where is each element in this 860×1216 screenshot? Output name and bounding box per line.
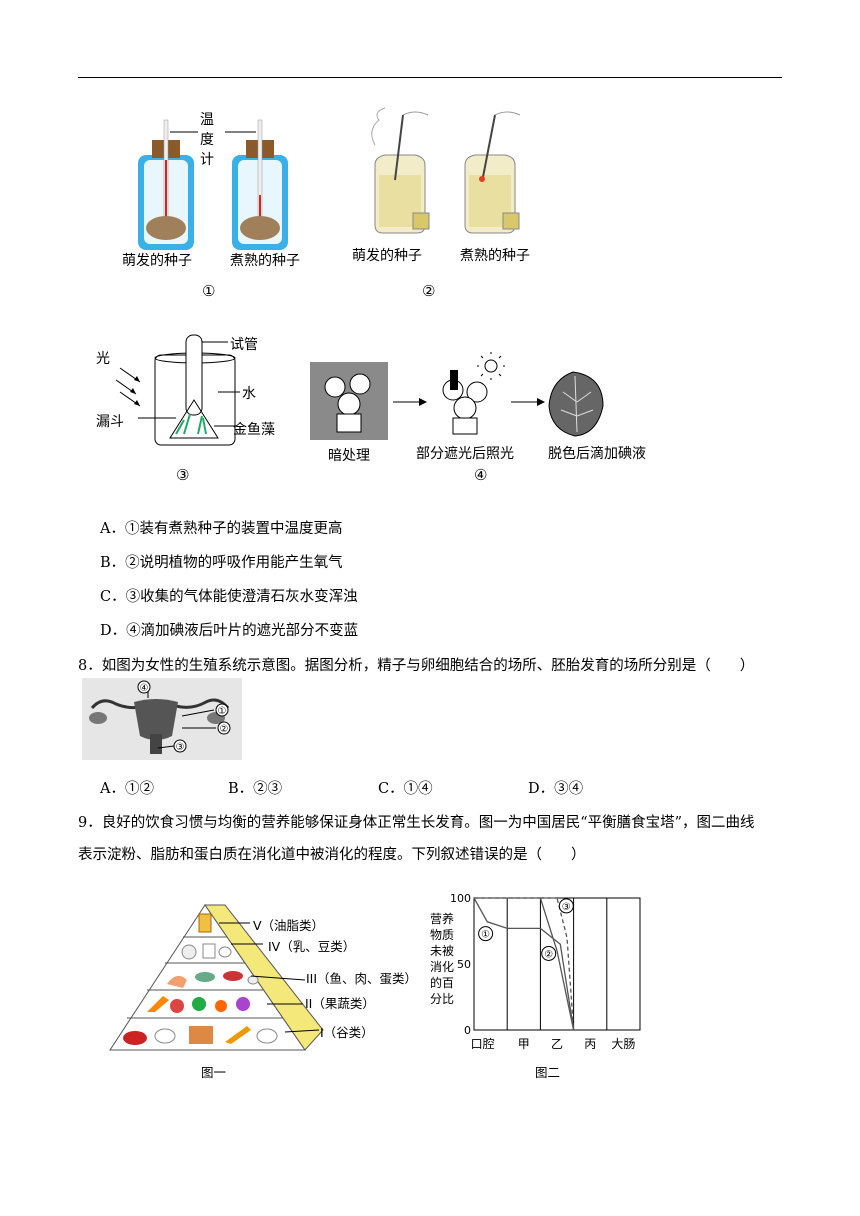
y-axis-label: 分比: [430, 992, 454, 1006]
figure-2-caption: 图二: [535, 1065, 561, 1080]
x-tick-label: 大肠: [611, 1037, 635, 1051]
thermos-boiled: [232, 119, 288, 250]
chart-frame: [473, 897, 641, 1031]
fig1-left-caption: 萌发的种子: [122, 253, 192, 269]
y-axis-label: 物质: [430, 928, 454, 942]
fig1-right-caption: 煮熟的种子: [230, 253, 300, 269]
q8-option-b: B．②③: [228, 781, 283, 797]
fig3-tube-label: 试管: [230, 337, 258, 353]
q8-stem: 8．如图为女性的生殖系统示意图。据图分析，精子与卵细胞结合的场所、胚胎发育的场所…: [78, 658, 755, 674]
figure-food-pyramid: [109, 904, 324, 1051]
sun-icon: [477, 352, 505, 380]
q8-option-a: A．①②: [100, 781, 154, 797]
x-tick-label: 口腔: [471, 1036, 495, 1051]
x-tick-label: 甲: [518, 1037, 530, 1051]
pyramid-level-2: II（果蔬类）: [305, 996, 375, 1011]
header-rule: [78, 77, 782, 78]
fig3-funnel-label: 漏斗: [96, 414, 124, 430]
q9-stem-line1: 9．良好的饮食习惯与均衡的营养能够保证身体正常生长发育。图一为中国居民“平衡膳食…: [78, 815, 755, 831]
x-tick-label: 乙: [551, 1037, 563, 1051]
series-label-ring-2: [541, 945, 557, 961]
fig4-step2: 部分遮光后照光: [416, 446, 514, 462]
fig3-number: ③: [176, 466, 190, 484]
q7-option-a: A．①装有煮熟种子的装置中温度更高: [100, 521, 343, 537]
series-label-1: ①: [481, 930, 490, 941]
pyramid-level-5: V（油脂类）: [253, 918, 325, 933]
figure-4-leaf-test: [310, 352, 604, 440]
y-axis-label: 的百: [430, 975, 454, 990]
figure-2-jars: [371, 107, 521, 234]
thermometer-label-3: 计: [200, 152, 214, 168]
plant-dark-icon: [324, 373, 371, 433]
q7-option-c: C．③收集的气体能使澄清石灰水变浑浊: [100, 589, 358, 605]
series-label-3: ③: [562, 902, 571, 913]
series-label-2: ②: [544, 949, 553, 960]
x-tick-label: 丙: [584, 1037, 596, 1051]
fig3-light-label: 光: [96, 351, 110, 367]
fig1-number: ①: [202, 282, 216, 300]
y-axis-label: 营养: [430, 911, 454, 926]
series-line-3: [474, 897, 575, 1031]
q7-option-d: D．④滴加碘液后叶片的遮光部分不变蓝: [100, 623, 359, 639]
y-axis-label: 消化: [430, 960, 454, 974]
y-axis-label: 未被: [430, 944, 454, 958]
series-line-2: [474, 897, 575, 1031]
q8-option-c: C．①④: [378, 781, 433, 797]
y-tick-label: 50: [457, 958, 471, 971]
repro-label-4: ④: [140, 683, 149, 694]
jar-boiled: [464, 111, 521, 234]
fig4-step1: 暗处理: [328, 448, 370, 464]
series-label-ring-1: [478, 926, 494, 942]
y-tick-label: 100: [450, 892, 471, 905]
fig2-right-caption: 煮熟的种子: [460, 248, 530, 264]
figure-reproductive-system: ④ ① ② ③: [82, 678, 242, 760]
thermometer-label-1: 温: [200, 112, 214, 128]
pyramid-level-1: I（谷类）: [320, 1025, 374, 1040]
figure-3-beaker: [115, 334, 240, 446]
jar-germinating: [371, 107, 430, 234]
q7-option-b: B．②说明植物的呼吸作用能产生氧气: [100, 555, 343, 571]
fig2-number: ②: [422, 282, 436, 300]
repro-label-2: ②: [220, 724, 229, 735]
repro-label-1: ①: [218, 706, 227, 717]
y-tick-label: 0: [464, 1024, 471, 1037]
figure-1-thermos: [138, 119, 288, 250]
pyramid-level-3: III（鱼、肉、蛋类）: [306, 971, 418, 986]
series-line-1: [473, 897, 575, 1031]
q8-option-d: D．③④: [528, 781, 584, 797]
thermometer-label-2: 度: [200, 132, 214, 148]
series-label-ring-3: [558, 898, 574, 914]
pyramid-level-4: IV（乳、豆类）: [268, 939, 356, 954]
leaf-icon: [548, 371, 604, 437]
fig3-water-label: 水: [242, 386, 256, 402]
fig4-step3: 脱色后滴加碘液: [548, 446, 646, 462]
q9-stem-line2: 表示淀粉、脂肪和蛋白质在消化道中被消化的程度。下列叙述错误的是（ ）: [78, 847, 586, 863]
fig4-number: ④: [474, 466, 488, 484]
figure-1-caption: 图一: [201, 1065, 227, 1080]
repro-label-3: ③: [176, 742, 185, 753]
thermos-germinating: [138, 119, 194, 250]
plant-light-icon: [442, 370, 488, 435]
fig3-plant-label: 金鱼藻: [233, 422, 275, 438]
fig2-left-caption: 萌发的种子: [352, 248, 422, 264]
